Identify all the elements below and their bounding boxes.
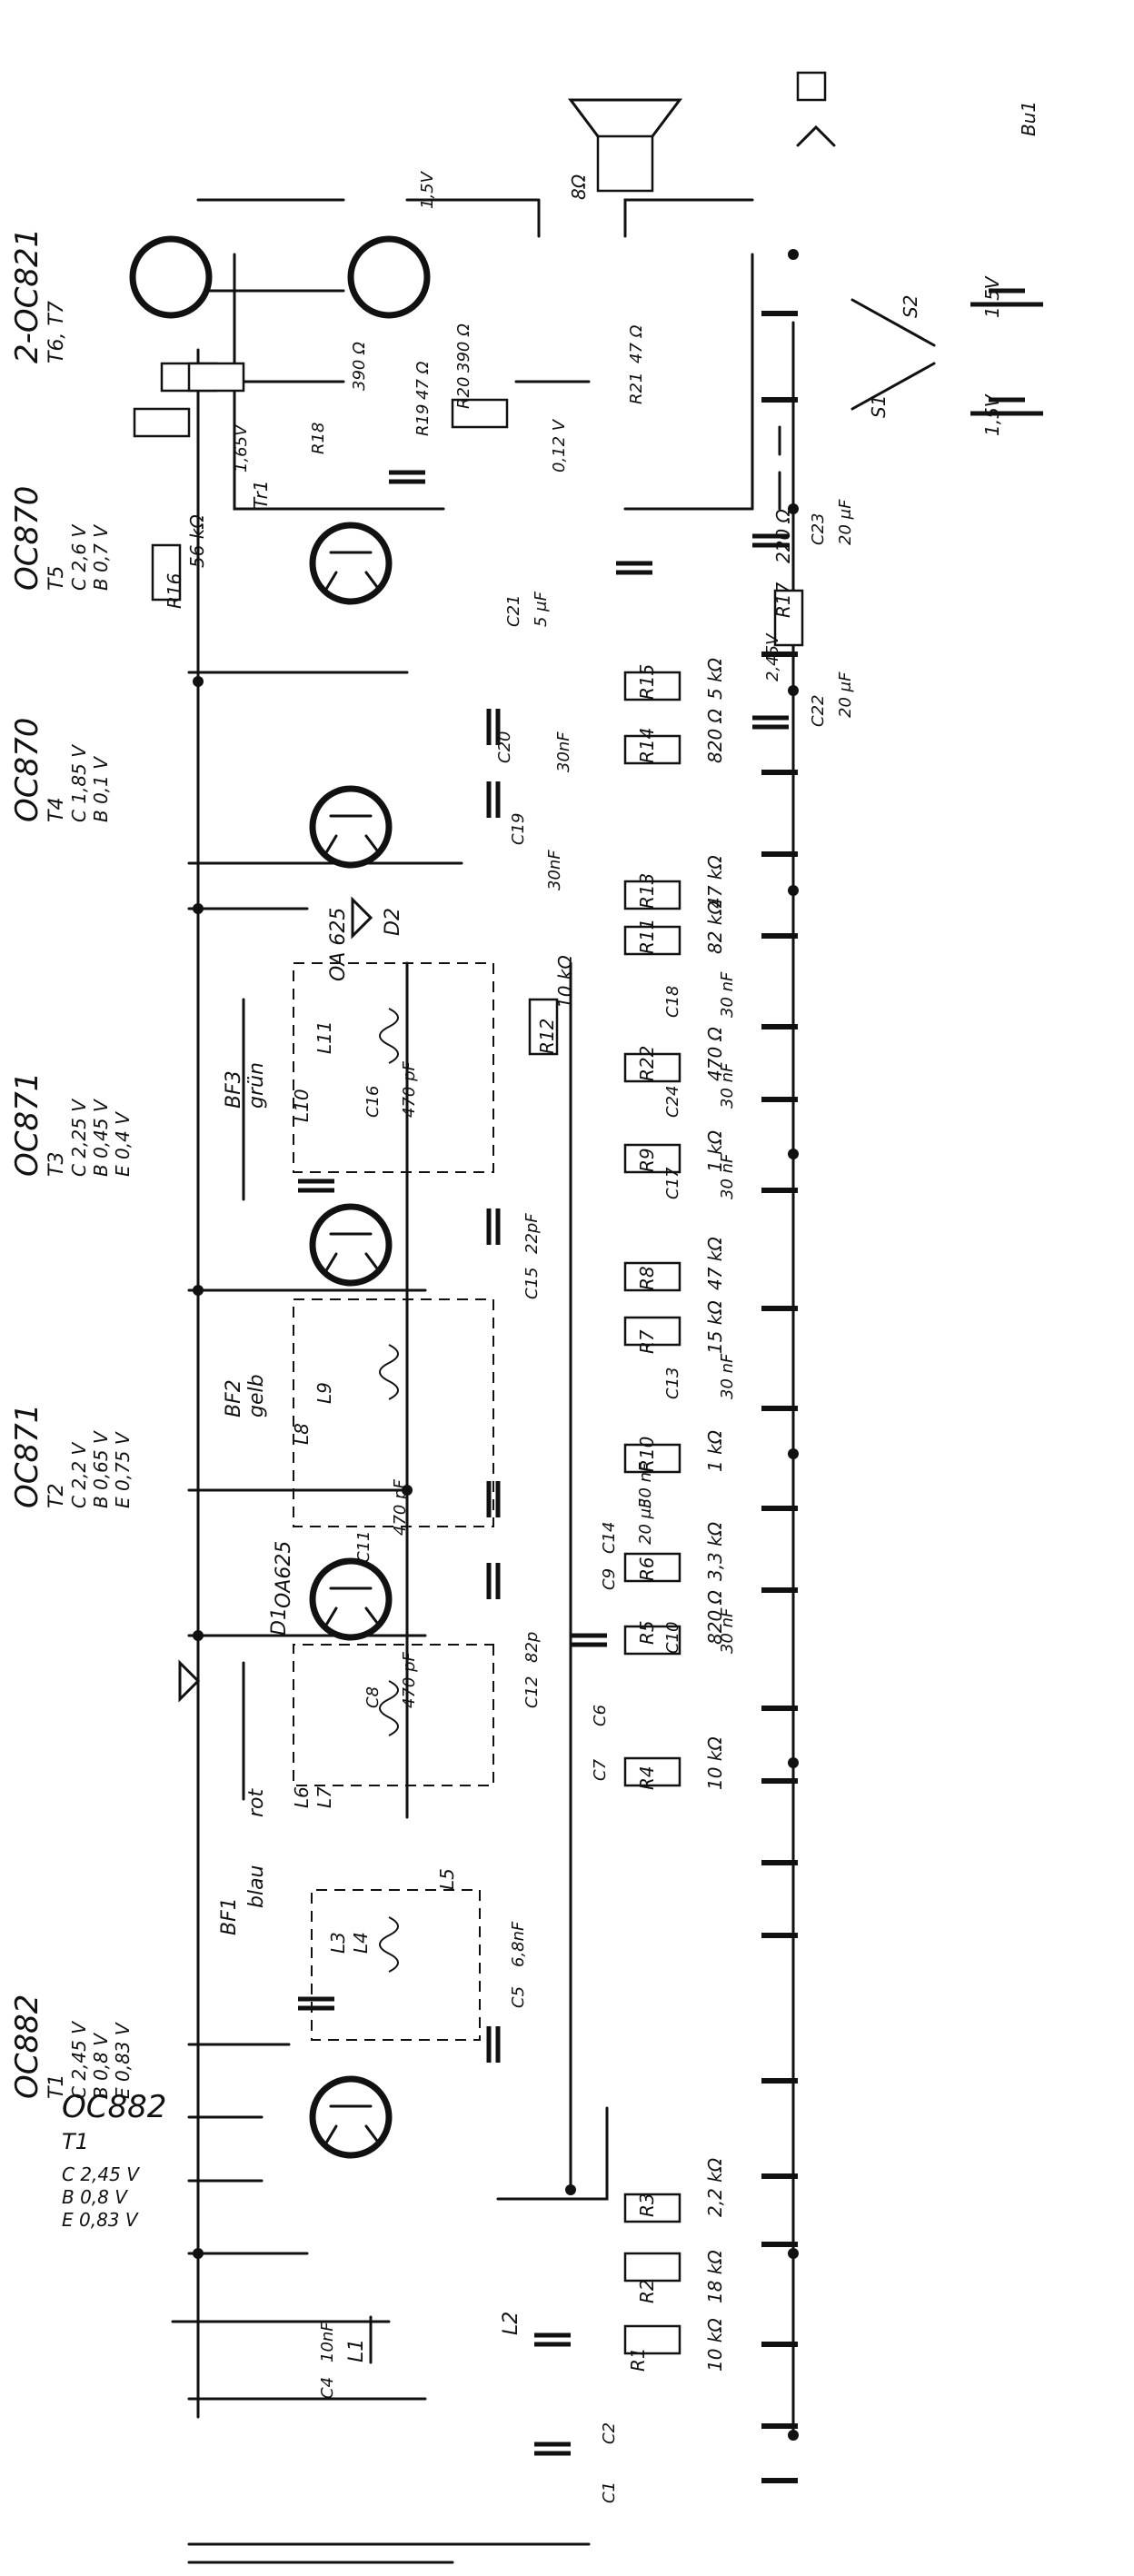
resistor-r4 [623, 1756, 681, 1787]
jack-spring [796, 124, 836, 147]
transistor-t5 [309, 522, 393, 605]
resistor-r5 [623, 1625, 681, 1656]
resistor-r2 [623, 2252, 681, 2283]
resistor-r10 [623, 1443, 681, 1474]
resistor-r20 [187, 362, 245, 393]
resistor-r1 [623, 2324, 681, 2355]
t1-vb: B 0,8 V [62, 2186, 128, 2208]
resistor-r21 [451, 398, 509, 429]
ground-symbols [761, 311, 798, 2483]
resistor-r11 [623, 925, 681, 956]
resistor-r6 [623, 1552, 681, 1583]
wiring [171, 198, 795, 2564]
transistor-t6 [129, 235, 213, 319]
resistor-r7 [623, 1316, 681, 1347]
diode-d1 [178, 1659, 201, 1703]
transistor-symbols [129, 235, 431, 2159]
resistor-r8 [623, 1261, 681, 1292]
resistor-r22 [623, 1052, 681, 1083]
junctions [193, 249, 799, 2441]
resistor-r3 [623, 2193, 681, 2223]
t1-vc: C 2,45 V [62, 2163, 140, 2185]
diode-symbols [178, 896, 373, 1703]
resistor-r17 [773, 589, 804, 647]
resistor-bank [133, 362, 804, 2355]
t1-ref: T1 [62, 2129, 89, 2154]
labels: OC882 T1 C 2,45 V B 0,8 V E 0,83 V [62, 2089, 166, 2231]
t1-header: OC882 T1 C 2,45 V B 0,8 V E 0,83 V [62, 2089, 166, 2231]
resistor-r13 [623, 880, 681, 910]
bf1-box [311, 1889, 481, 2041]
transistor-t4 [309, 785, 393, 869]
bf-red-box [293, 1644, 494, 1786]
transistor-t7 [347, 235, 431, 319]
resistor-r14 [623, 734, 681, 765]
speaker-cone [568, 98, 682, 138]
transistor-t1 [309, 2075, 393, 2159]
output-hardware [568, 71, 1043, 416]
schematic-body [129, 71, 1043, 2564]
resistor-r9 [623, 1143, 681, 1174]
battery-symbols [970, 288, 1043, 416]
bf2-box [293, 1298, 494, 1527]
speaker [596, 134, 654, 193]
bf3-box [293, 962, 494, 1173]
resistor-r15 [623, 671, 681, 701]
switch-s1-s2 [850, 298, 936, 411]
t1-ve: E 0,83 V [62, 2209, 139, 2231]
if-filter-boxes [293, 962, 494, 2041]
transistor-t3 [309, 1203, 393, 1287]
capacitor-symbols [298, 470, 789, 2456]
transistor-t2 [309, 1557, 393, 1641]
diode-d2 [351, 896, 373, 940]
resistor-r12 [528, 998, 559, 1056]
resistor-r16 [151, 543, 182, 602]
jack-bu1 [796, 71, 827, 102]
resistor-r18 [133, 407, 191, 438]
t1-type: OC882 [62, 2089, 166, 2125]
